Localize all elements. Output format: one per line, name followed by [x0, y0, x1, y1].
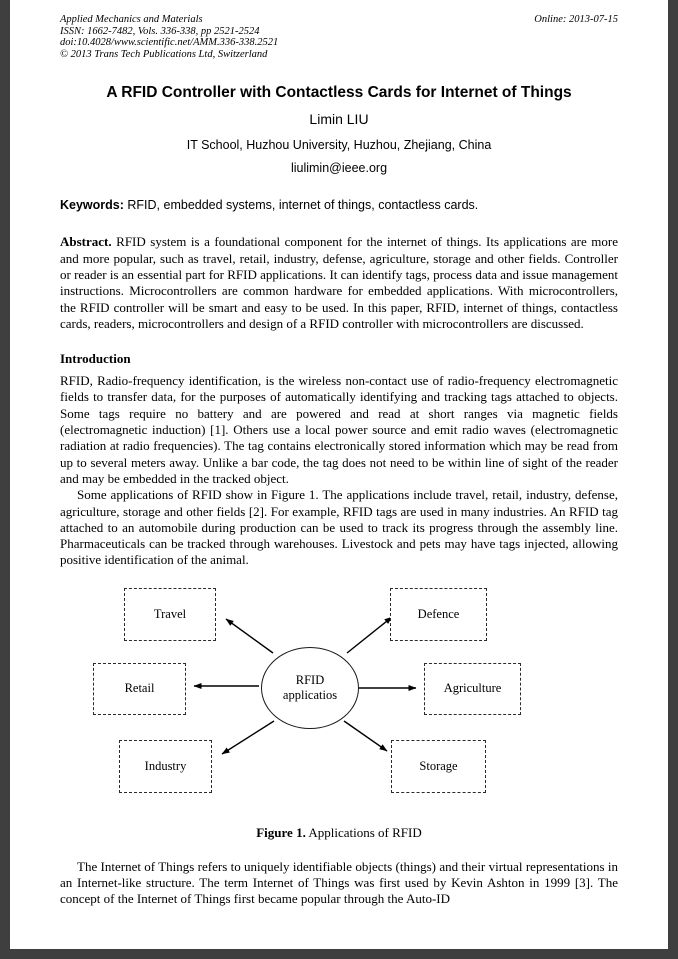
abstract-paragraph: Abstract. RFID system is a foundational … [60, 234, 618, 332]
node-retail: Retail [93, 662, 186, 715]
doi-line: doi:10.4028/www.scientific.net/AMM.336-3… [60, 37, 279, 49]
page-header: Applied Mechanics and Materials ISSN: 16… [60, 14, 618, 60]
abstract-label: Abstract. [60, 234, 112, 250]
arrow-to-defence [346, 616, 393, 654]
abstract-text: RFID system is a foundational component … [60, 234, 618, 331]
journal-name: Applied Mechanics and Materials [60, 14, 203, 25]
keywords-line: Keywords: RFID, embedded systems, intern… [60, 198, 618, 212]
arrow-to-storage [343, 720, 388, 752]
arrow-to-travel [225, 618, 274, 654]
rfid-applications-ellipse: RFID applicatios [261, 646, 359, 729]
node-industry: Industry [119, 739, 212, 793]
journal-info: Applied Mechanics and Materials ISSN: 16… [60, 14, 278, 60]
ellipse-text-line2: applicatios [282, 687, 338, 702]
arrow-to-industry [221, 720, 275, 755]
paragraph-after-figure: The Internet of Things refers to uniquel… [60, 858, 618, 907]
copyright-line: © 2013 Trans Tech Publications Ltd, Swit… [60, 48, 268, 60]
affiliation: IT School, Huzhou University, Huzhou, Zh… [186, 138, 492, 153]
figure-caption: Figure 1. Applications of RFID [60, 825, 618, 841]
keywords-label: Keywords: [60, 198, 124, 213]
author-name: Limin LIU [309, 111, 369, 128]
node-defence: Defence [390, 587, 487, 641]
node-storage: Storage [391, 739, 486, 793]
ellipse-text-line1: RFID [295, 672, 325, 687]
paper-title: A RFID Controller with Contactless Cards… [106, 84, 572, 102]
online-date: Online: 2013-07-15 [534, 14, 618, 25]
figure-arrows [193, 616, 417, 755]
figure-caption-label: Figure 1. [256, 824, 306, 840]
node-agriculture: Agriculture [424, 662, 521, 715]
introduction-paragraph-1: RFID, Radio-frequency identification, is… [60, 373, 618, 486]
issn-line: ISSN: 1662-7482, Vols. 336-338, pp 2521-… [60, 25, 260, 37]
node-travel: Travel [124, 587, 216, 641]
section-heading-introduction: Introduction [60, 351, 131, 367]
keywords-text: RFID, embedded systems, internet of thin… [127, 198, 479, 213]
paper-page: Applied Mechanics and Materials ISSN: 16… [10, 0, 668, 949]
figure-caption-text: Applications of RFID [308, 824, 422, 840]
author-email: liulimin@ieee.org [290, 161, 388, 176]
introduction-paragraph-2: Some applications of RFID show in Figure… [60, 487, 618, 568]
figure-1-diagram: Travel Defence Retail Agriculture Indust… [60, 585, 638, 810]
